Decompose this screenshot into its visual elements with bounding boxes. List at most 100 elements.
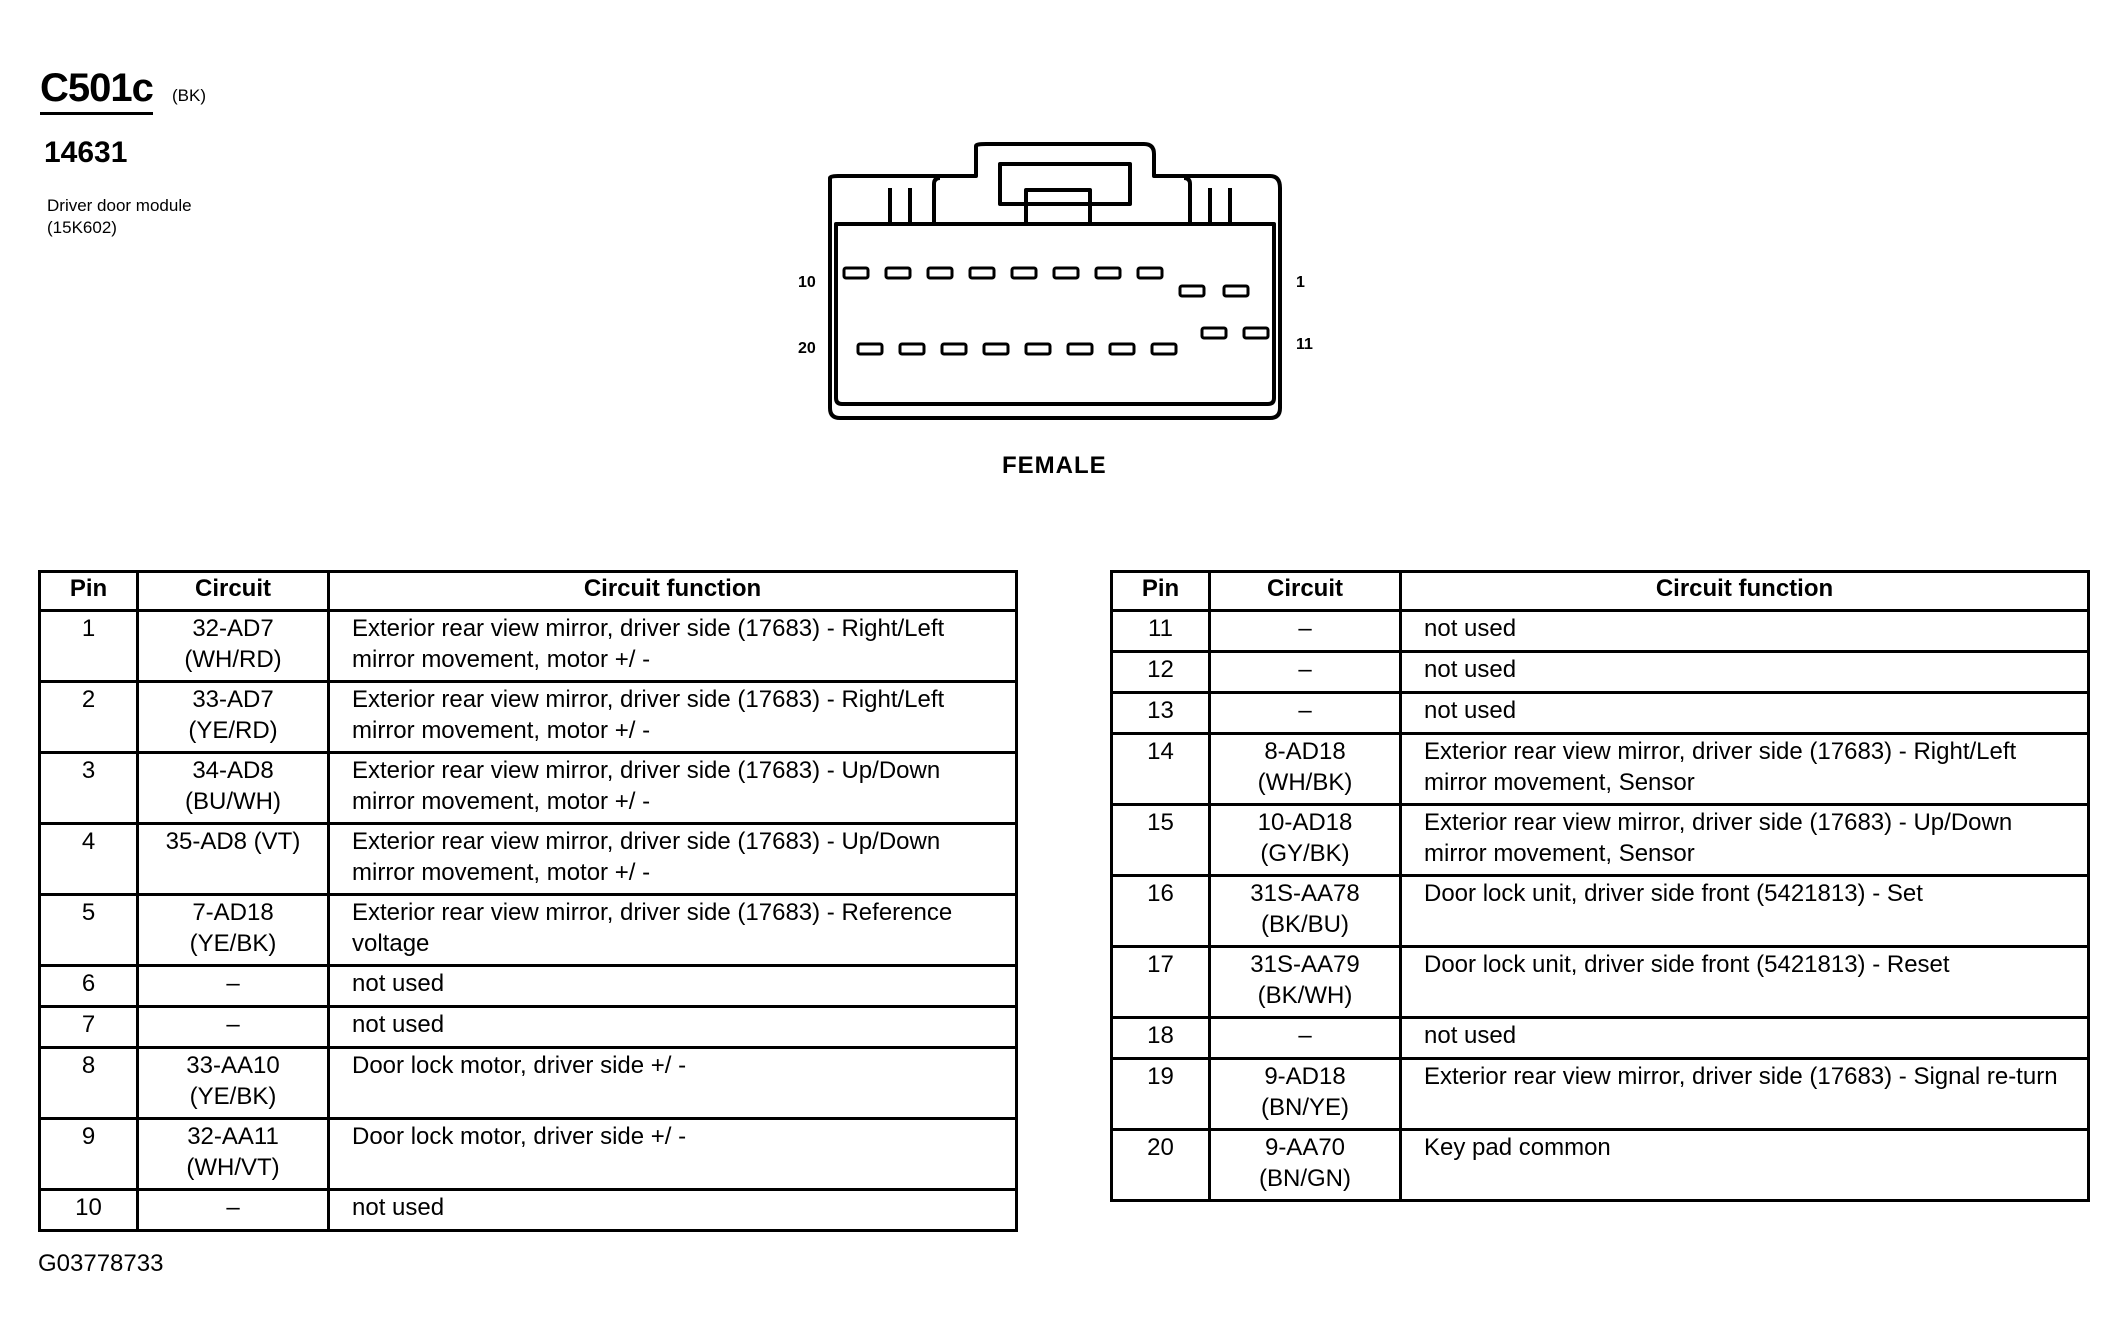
wire-color: (YE/BK): [189, 930, 277, 957]
circuit-cell: 33-AD7 (YE/RD): [136, 680, 330, 754]
pin-number: 19: [1110, 1057, 1211, 1131]
wire-color: (YE/BK): [189, 1083, 277, 1110]
pin-table-right: Pin Circuit Circuit function 11 – not us…: [1110, 570, 2090, 1202]
table-row: 17 31S-AA79(BK/WH) Door lock unit, drive…: [1110, 945, 2090, 1019]
table-row: 8 33-AA10 (YE/BK) Door lock motor, driver…: [38, 1046, 1018, 1120]
connector-description: Driver door module (15K602): [47, 195, 192, 239]
circuit-cell: 8-AD18 (WH/BK): [1208, 732, 1402, 806]
header-function: Circuit function: [1399, 570, 2090, 612]
wire-color: (WH/RD): [184, 646, 282, 673]
circuit-function: not used: [1399, 609, 2090, 653]
circuit-function: Door lock motor, driver side +/ -: [327, 1046, 1018, 1120]
pin-table-left: Pin Circuit Circuit function 1 32-AD7(WH…: [38, 570, 1018, 1232]
table-row: 2 33-AD7 (YE/RD) Exterior rear view mirro…: [38, 680, 1018, 754]
pin-number: 3: [38, 751, 139, 825]
circuit-cell: 9-AD18 (BN/YE): [1208, 1057, 1402, 1131]
circuit-function: Exterior rear view mirror, driver side (…: [1399, 1057, 2090, 1131]
table-row: 16 31S-AA78(BK/BU) Door lock unit, drive…: [1110, 874, 2090, 948]
circuit-function: Exterior rear view mirror, driver side (…: [327, 751, 1018, 825]
circuit-function: Exterior rear view mirror, driver side (…: [1399, 803, 2090, 877]
circuit-cell: –: [1208, 609, 1402, 653]
pin-number: 5: [38, 893, 139, 967]
table-row: 11 – not used: [1110, 609, 2090, 653]
figure-id: G03778733: [38, 1250, 164, 1277]
circuit-function: not used: [327, 1005, 1018, 1049]
header-circuit: Circuit: [1208, 570, 1402, 612]
wire-color: (BN/GN): [1259, 1165, 1351, 1192]
circuit-function: Exterior rear view mirror, driver side (…: [327, 893, 1018, 967]
table-row: 20 9-AA70(BN/GN) Key pad common: [1110, 1128, 2090, 1202]
circuit-cell: –: [136, 964, 330, 1008]
circuit-cell: 31S-AA79 (BK/WH): [1208, 945, 1402, 1019]
wire-color: (BN/YE): [1260, 1094, 1349, 1121]
circuit-cell: 33-AA10 (YE/BK): [136, 1046, 330, 1120]
pin-number: 18: [1110, 1016, 1211, 1060]
circuit-code: 33-AA10: [186, 1052, 280, 1079]
table-row: 15 10-AD18(GY/BK) Exterior rear view mir…: [1110, 803, 2090, 877]
circuit-code: 8-AD18: [1264, 738, 1346, 765]
circuit-function: Exterior rear view mirror, driver side (…: [327, 609, 1018, 683]
wire-color: (YE/RD): [188, 717, 278, 744]
header-pin: Pin: [38, 570, 139, 612]
wire-color: (GY/BK): [1260, 840, 1350, 867]
table-row: 9 32-AA11 (WH/VT) Door lock motor, driver…: [38, 1117, 1018, 1191]
circuit-code: 34-AD8: [192, 757, 274, 784]
table-row: 6 – not used: [38, 964, 1018, 1008]
circuit-code: 9-AD18: [1264, 1063, 1346, 1090]
header-function: Circuit function: [327, 570, 1018, 612]
pin-label-11: 11: [1296, 336, 1313, 353]
wire-color: (WH/VT): [186, 1154, 280, 1181]
circuit-cell: –: [136, 1005, 330, 1049]
circuit-code: 31S-AA79: [1250, 951, 1360, 978]
table-row: 5 7-AD18 (YE/BK) Exterior rear view mirro…: [38, 893, 1018, 967]
pin-number: 11: [1110, 609, 1211, 653]
table-row: 10 – not used: [38, 1188, 1018, 1232]
pin-number: 10: [38, 1188, 139, 1232]
circuit-code: 32-AA11: [187, 1123, 279, 1150]
wire-color: (BU/WH): [185, 788, 281, 815]
connector-body-outline: [828, 142, 1282, 420]
pin-number: 7: [38, 1005, 139, 1049]
circuit-cell: 10-AD18(GY/BK): [1208, 803, 1402, 877]
circuit-function: Door lock motor, driver side +/ -: [327, 1117, 1018, 1191]
connector-id: C501c: [40, 66, 154, 115]
circuit-function: not used: [327, 964, 1018, 1008]
circuit-function: Exterior rear view mirror, driver side (…: [1399, 732, 2090, 806]
circuit-code: 7-AD18: [192, 899, 274, 926]
circuit-function: not used: [1399, 1016, 2090, 1060]
circuit-function: Door lock unit, driver side front (54218…: [1399, 945, 2090, 1019]
pin-number: 9: [38, 1117, 139, 1191]
pin-number: 16: [1110, 874, 1211, 948]
circuit-cell: –: [1208, 650, 1402, 694]
wire-color: (WH/BK): [1257, 769, 1353, 796]
table-row: 4 35-AD8 (VT) Exterior rear view mirror,…: [38, 822, 1018, 896]
circuit-cell: 9-AA70(BN/GN): [1208, 1128, 1402, 1202]
pin-number: 4: [38, 822, 139, 896]
part-number: 14631: [44, 136, 128, 169]
circuit-code: 33-AD7: [192, 686, 274, 713]
circuit-function: Exterior rear view mirror, driver side (…: [327, 680, 1018, 754]
circuit-code: –: [1298, 697, 1312, 724]
circuit-cell: 31S-AA78(BK/BU): [1208, 874, 1402, 948]
table-row: 13 – not used: [1110, 691, 2090, 735]
circuit-function: Key pad common: [1399, 1128, 2090, 1202]
wire-color: (BK/WH): [1257, 982, 1353, 1009]
circuit-cell: 7-AD18 (YE/BK): [136, 893, 330, 967]
pin-number: 2: [38, 680, 139, 754]
table-row: 18 – not used: [1110, 1016, 2090, 1060]
circuit-code: 32-AD7: [192, 615, 274, 642]
table-row: 7 – not used: [38, 1005, 1018, 1049]
circuit-cell: –: [136, 1188, 330, 1232]
table-row: 12 – not used: [1110, 650, 2090, 694]
circuit-cell: 35-AD8 (VT): [136, 822, 330, 896]
circuit-code: –: [1298, 656, 1312, 683]
circuit-cell: –: [1208, 691, 1402, 735]
pin-label-10: 10: [798, 274, 816, 291]
connector-color-code: (BK): [172, 86, 206, 105]
pin-number: 8: [38, 1046, 139, 1120]
connector-inner-face: [834, 222, 1276, 406]
table-row: 1 32-AD7(WH/RD) Exterior rear view mirro…: [38, 609, 1018, 683]
pin-number: 13: [1110, 691, 1211, 735]
table-row: 3 34-AD8 (BU/WH) Exterior rear view mirro…: [38, 751, 1018, 825]
connector-face-diagram: [828, 142, 1282, 420]
